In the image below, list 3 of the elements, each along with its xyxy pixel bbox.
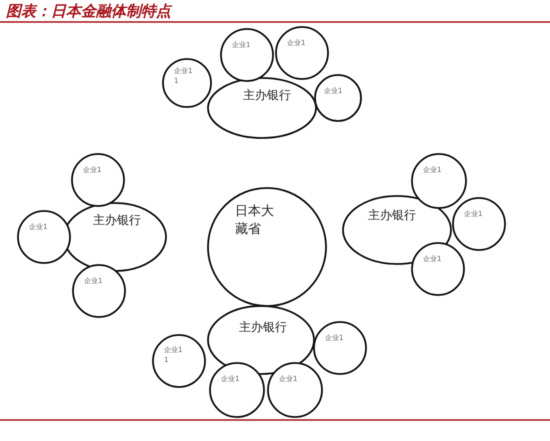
circle-node: 日本大藏省 [207, 187, 327, 307]
title: 图表：日本金融体制特点 [6, 2, 171, 21]
bank-ellipse: 主办银行 [207, 77, 317, 139]
